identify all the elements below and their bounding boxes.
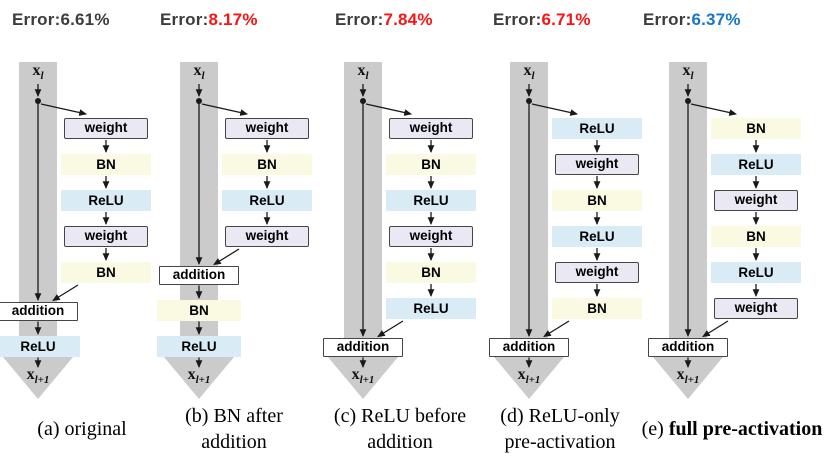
block-bn: BN — [386, 262, 476, 283]
block-relu: ReLU — [552, 118, 642, 139]
block-relu: ReLU — [711, 154, 801, 175]
input-label-xl: xl — [357, 62, 369, 82]
block-relu: ReLU — [386, 190, 476, 211]
error-caption: Error: — [160, 10, 209, 29]
connector-line — [702, 320, 729, 338]
block-weight: weight — [389, 118, 473, 139]
block-relu: ReLU — [61, 190, 151, 211]
input-label-xl: xl — [523, 62, 535, 82]
connector-line — [201, 103, 249, 116]
caption-text: full pre-activation — [668, 418, 823, 440]
block-relu: ReLU — [157, 336, 241, 357]
caption-text: (c) ReLU before — [333, 405, 467, 427]
error-value: 7.84% — [383, 10, 433, 29]
output-label-xl1: xl+1 — [676, 366, 700, 386]
caption-line: (c) ReLU before — [334, 403, 466, 429]
addition-box: addition — [323, 338, 403, 357]
column-caption: (e) full pre-activation — [637, 401, 825, 457]
column-caption: (c) ReLU before addition — [305, 401, 495, 457]
output-label-xl1: xl+1 — [351, 366, 375, 386]
block-bn: BN — [386, 154, 476, 175]
input-label-xl: xl — [193, 62, 205, 82]
caption-text: addition — [367, 431, 433, 453]
block-bn: BN — [711, 226, 801, 247]
input-label-xl: xl — [682, 62, 694, 82]
caption-line: (a) original — [37, 416, 126, 442]
output-label-xl1: xl+1 — [517, 366, 541, 386]
addition-box: addition — [489, 338, 569, 357]
block-bn: BN — [61, 262, 151, 283]
error-value: 6.71% — [541, 10, 591, 29]
error-value: 6.37% — [691, 10, 741, 29]
error-label: Error:6.71% — [493, 10, 591, 30]
column-caption: (b) BN after addition — [139, 401, 329, 457]
caption-text: (e) — [641, 418, 669, 440]
block-bn: BN — [61, 154, 151, 175]
error-label: Error:6.61% — [12, 10, 110, 30]
error-caption: Error: — [643, 10, 692, 29]
block-relu: ReLU — [711, 262, 801, 283]
connector-line — [40, 103, 88, 116]
block-relu: ReLU — [552, 226, 642, 247]
caption-text: (b) BN after — [185, 405, 283, 427]
output-label-xl1: xl+1 — [187, 366, 211, 386]
error-caption: Error: — [493, 10, 542, 29]
block-weight: weight — [225, 118, 309, 139]
error-label: Error:7.84% — [335, 10, 433, 30]
connector-line — [543, 320, 570, 338]
addition-box: addition — [0, 302, 78, 321]
block-bn: BN — [552, 298, 642, 319]
connector-line — [365, 103, 413, 116]
connector-line — [690, 103, 738, 116]
block-bn: BN — [222, 154, 312, 175]
connector-line — [531, 103, 579, 116]
error-value: 8.17% — [208, 10, 258, 29]
block-relu: ReLU — [386, 298, 476, 319]
input-label-xl: xl — [32, 62, 44, 82]
column-caption: (a) original — [0, 401, 177, 457]
addition-box: addition — [159, 266, 239, 285]
block-bn: BN — [552, 190, 642, 211]
block-weight: weight — [555, 154, 639, 175]
error-caption: Error: — [335, 10, 384, 29]
block-weight: weight — [714, 298, 798, 319]
block-bn: BN — [157, 300, 241, 321]
column-caption: (d) ReLU-only pre-activation — [465, 401, 655, 457]
caption-text: addition — [201, 431, 267, 453]
caption-text: (d) ReLU-only — [500, 405, 620, 427]
error-caption: Error: — [12, 10, 61, 29]
caption-text: (a) original — [37, 418, 127, 440]
block-weight: weight — [225, 226, 309, 247]
connector-line — [377, 320, 404, 338]
error-label: Error:6.37% — [643, 10, 741, 30]
connector-line — [52, 284, 79, 302]
block-relu: ReLU — [222, 190, 312, 211]
block-bn: BN — [711, 118, 801, 139]
block-weight: weight — [64, 118, 148, 139]
connector-line — [213, 248, 240, 266]
block-relu: ReLU — [0, 336, 80, 357]
block-weight: weight — [389, 226, 473, 247]
block-weight: weight — [64, 226, 148, 247]
error-label: Error:8.17% — [160, 10, 258, 30]
addition-box: addition — [648, 338, 728, 357]
caption-line: addition — [201, 429, 267, 455]
output-label-xl1: xl+1 — [26, 366, 50, 386]
caption-line: (e) full pre-activation — [642, 416, 823, 442]
caption-line: (d) ReLU-only — [500, 403, 619, 429]
caption-line: pre-activation — [504, 429, 615, 455]
caption-line: addition — [367, 429, 433, 455]
caption-line: (b) BN after — [185, 403, 283, 429]
block-weight: weight — [714, 190, 798, 211]
caption-text: pre-activation — [504, 431, 616, 453]
block-weight: weight — [555, 262, 639, 283]
error-value: 6.61% — [60, 10, 110, 29]
